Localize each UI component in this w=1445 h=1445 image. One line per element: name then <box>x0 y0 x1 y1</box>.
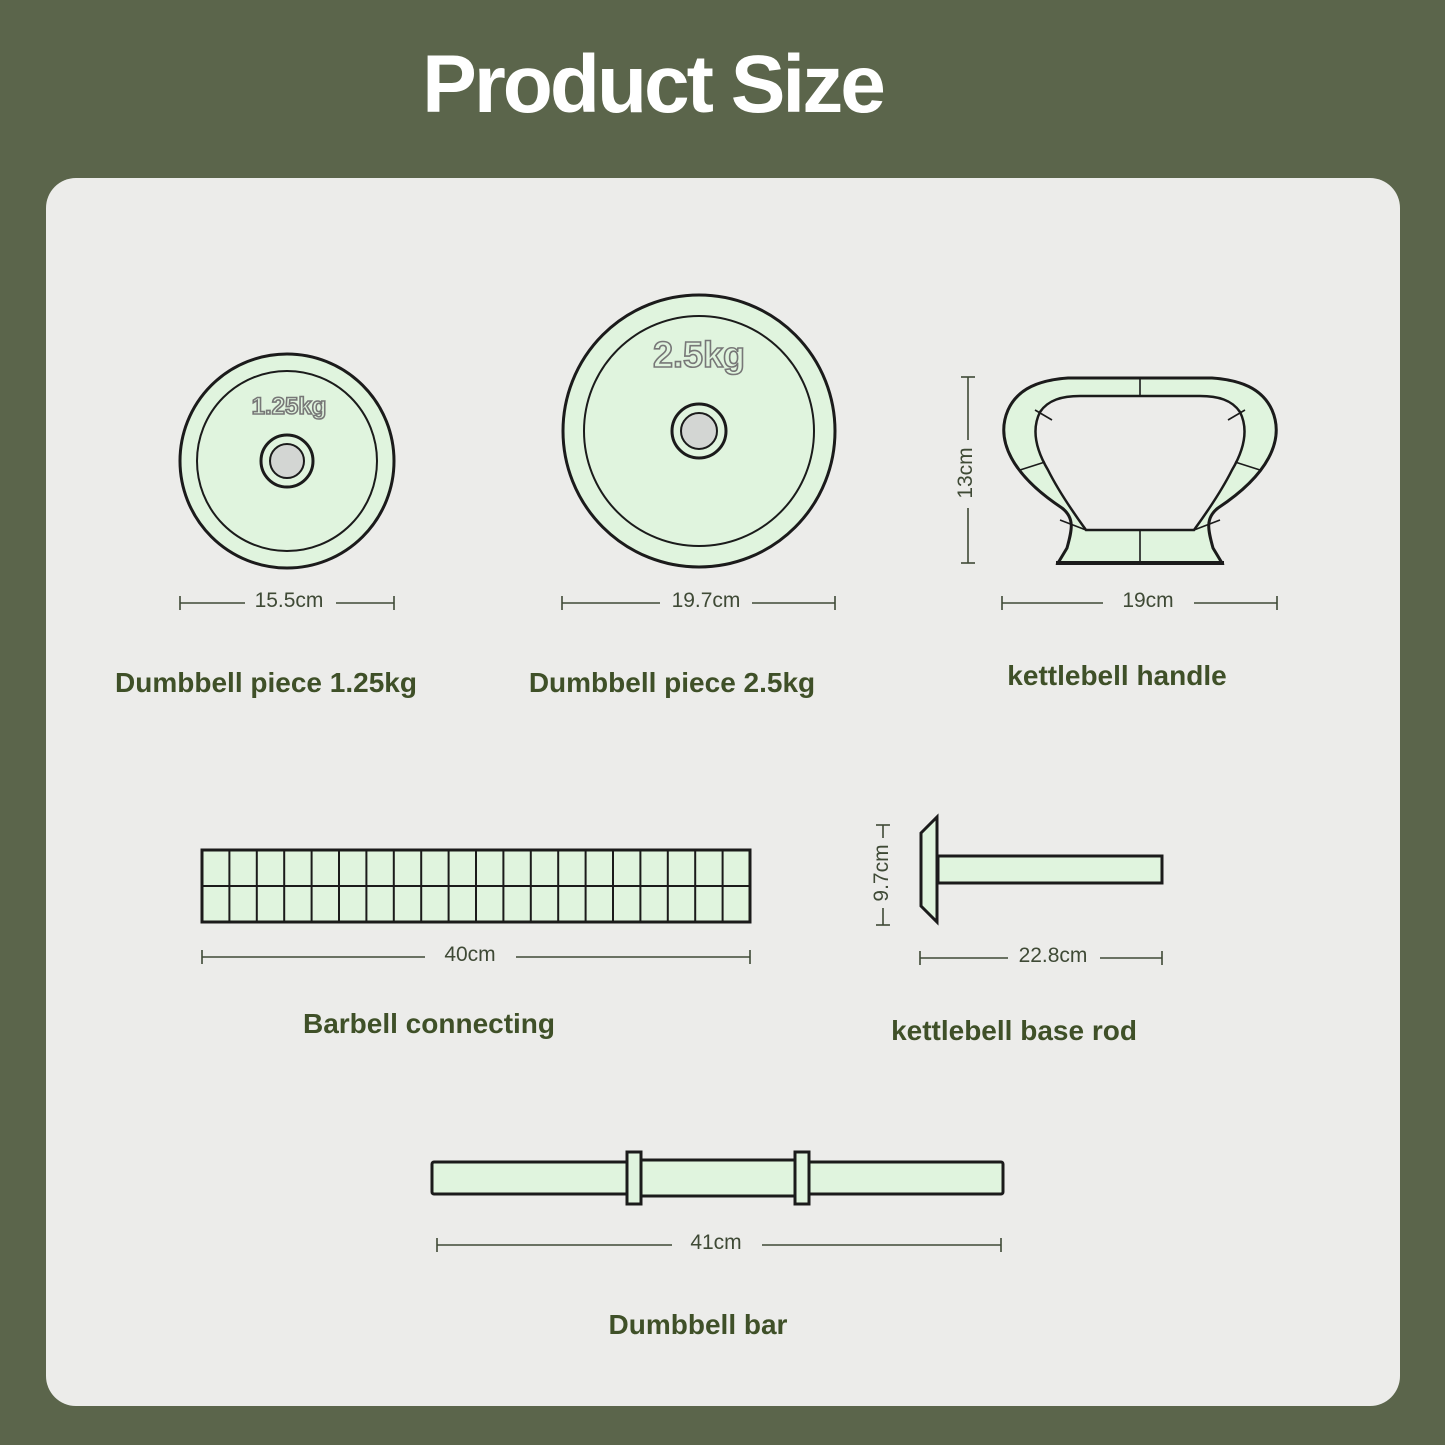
plate-small-caption: Dumbbell piece 1.25kg <box>115 667 417 698</box>
plate-large-emboss: 2.5kg <box>653 334 745 375</box>
dumbbell-bar-caption: Dumbbell bar <box>608 1309 788 1340</box>
page-title: Product Size <box>422 39 886 130</box>
kettlebell-base-rod-dimension <box>876 824 1163 965</box>
plate-large-drawing: 2.5kg <box>561 293 837 569</box>
kettlebell-handle-caption: kettlebell handle <box>1007 660 1227 691</box>
kettlebell-handle-drawing <box>1002 376 1278 565</box>
kettlebell-handle-dimension <box>961 376 1278 610</box>
kettlebell-base-rod-drawing <box>919 813 1164 926</box>
plate-large-caption: Dumbbell piece 2.5kg <box>528 667 816 698</box>
plate-small-width-label: 15.5cm <box>254 589 324 612</box>
kettlebell-handle-width-label: 19cm <box>1122 589 1174 612</box>
plate-large-width-label: 19.7cm <box>671 589 741 612</box>
barbell-connecting-width-label: 40cm <box>444 943 496 966</box>
barbell-connecting-drawing <box>200 848 752 924</box>
kettlebell-handle-height-label: 13cm <box>954 447 977 499</box>
barbell-connecting-caption: Barbell connecting <box>302 1008 556 1039</box>
kettlebell-base-rod-width-label: 22.8cm <box>1018 944 1088 967</box>
dumbbell-bar-drawing <box>430 1150 1005 1206</box>
dumbbell-bar-width-label: 41cm <box>690 1231 742 1254</box>
plate-small-drawing: 1.25kg <box>178 352 396 570</box>
kettlebell-base-rod-height-label: 9.7cm <box>870 844 893 902</box>
kettlebell-base-rod-caption: kettlebell base rod <box>891 1015 1137 1046</box>
plate-small-emboss: 1.25kg <box>252 393 327 420</box>
